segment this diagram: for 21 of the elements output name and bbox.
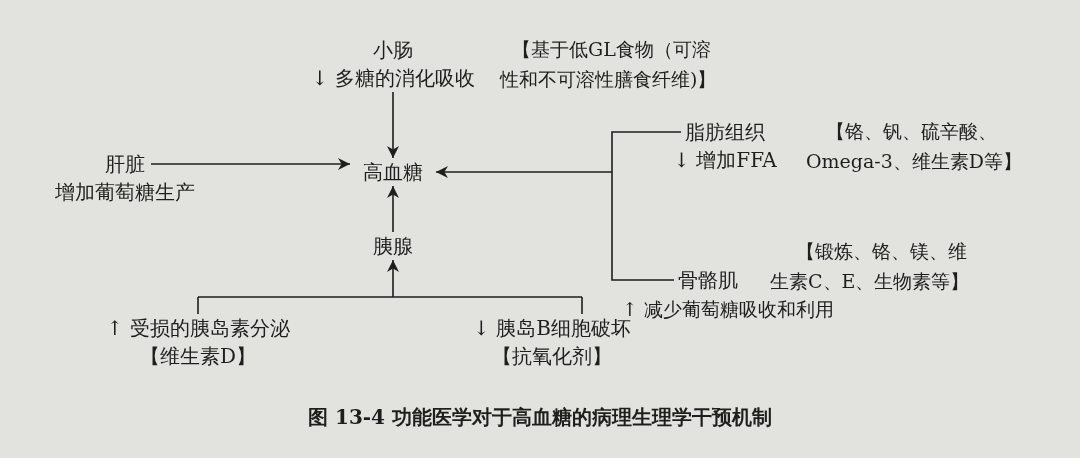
effect-label: ↓ 多糖的消化吸收: [311, 65, 475, 92]
intervention-note: 【基于低GL食物（可溶性和不可溶性膳食纤维)】: [500, 37, 718, 92]
intervention-note: 【锻炼、铬、镁、维生素C、E、生物素等】: [770, 239, 971, 294]
organ-label: 胰腺: [373, 233, 413, 260]
effect-label: 增加葡萄糖生产: [55, 179, 195, 206]
figure-caption: 图 13-4 功能医学对于高血糖的病理生理学干预机制: [307, 404, 773, 431]
arrow: [435, 131, 682, 281]
outcome-label: 高血糖: [363, 159, 423, 186]
arrow: [387, 91, 399, 159]
arrow: [387, 185, 399, 233]
intervention-label: 【抗氧化剂】: [492, 343, 612, 370]
organ-label: 肝脏: [105, 151, 145, 178]
arrow: [197, 259, 583, 315]
organ-label: 小肠: [373, 37, 413, 64]
intervention-label: 【维生素D】: [139, 343, 256, 370]
effect-label: ↓ 增加FFA: [673, 147, 777, 174]
effect-label: ↑ 受损的胰岛素分泌: [106, 315, 290, 342]
arrow: [150, 158, 351, 170]
intervention-note: 【铬、钒、硫辛酸、Omega-3、维生素D等】: [806, 119, 1024, 174]
organ-label: 骨骼肌: [678, 267, 738, 294]
organ-label: 脂肪组织: [685, 119, 765, 146]
